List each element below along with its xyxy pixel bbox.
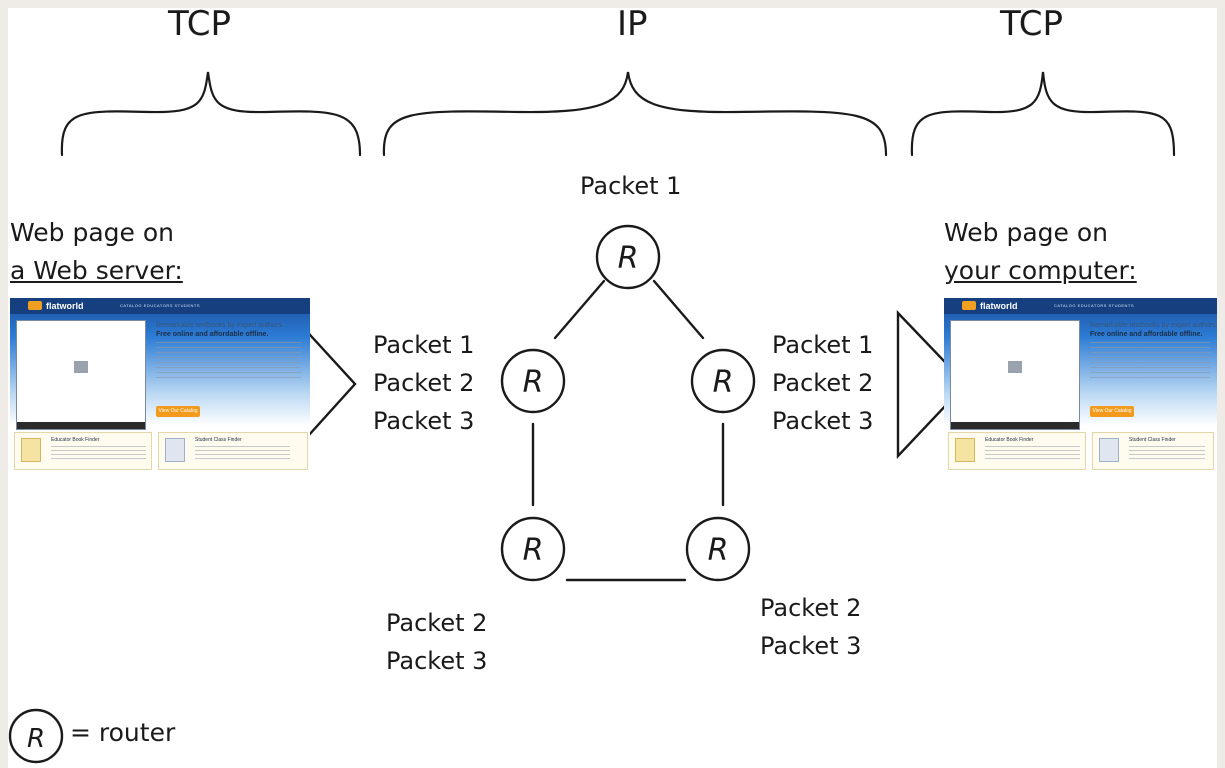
packet-right-3: Packet 3 bbox=[772, 407, 874, 435]
brace-tcp-right bbox=[910, 71, 1176, 157]
thumb-box-educator: Educator Book Finder bbox=[14, 432, 152, 470]
link-top-right bbox=[652, 279, 705, 340]
packet-left-3: Packet 3 bbox=[373, 407, 475, 435]
router-bottom-right-label: R bbox=[708, 533, 729, 568]
router-left bbox=[500, 348, 566, 414]
thumb-nav bbox=[10, 298, 310, 314]
packet-left-2: Packet 2 bbox=[373, 369, 475, 397]
packet-right-1: Packet 1 bbox=[772, 331, 874, 359]
thumb-nav-items: CATALOG EDUCATORS STUDENTS bbox=[1054, 303, 1135, 308]
thumb-class-icon bbox=[165, 438, 185, 462]
router-right bbox=[690, 348, 756, 414]
thumb-box-student: Student Class Finder bbox=[1092, 432, 1214, 470]
thumb-video-bar bbox=[951, 422, 1079, 429]
thumb-video bbox=[950, 320, 1080, 430]
legend-text: = router bbox=[70, 718, 176, 747]
thumb-box2-text bbox=[1129, 446, 1205, 460]
thumb-box2-title: Student Class Finder bbox=[195, 437, 242, 443]
router-left-label: R bbox=[523, 365, 544, 400]
packet-bottom-left-2: Packet 3 bbox=[386, 647, 488, 675]
thumb-book-icon bbox=[955, 438, 975, 462]
thumb-book-icon bbox=[21, 438, 41, 462]
thumb-body-text bbox=[1090, 342, 1210, 382]
thumb-box1-text bbox=[51, 446, 146, 460]
thumb-cta-button: View Our Catalog bbox=[1090, 406, 1134, 417]
thumb-headline-bold: Free online and affordable offline. bbox=[1090, 331, 1203, 338]
thumb-cta-button: View Our Catalog bbox=[156, 406, 200, 417]
router-right-label: R bbox=[713, 365, 734, 400]
thumb-class-icon bbox=[1099, 438, 1119, 462]
thumb-box2-text bbox=[195, 446, 290, 460]
thumb-logo-icon bbox=[962, 301, 976, 310]
thumb-headline: Remarkable textbooks by expert authors. bbox=[156, 322, 284, 329]
thumb-box2-title: Student Class Finder bbox=[1129, 437, 1176, 443]
layer-label-tcp-right: TCP bbox=[1000, 4, 1064, 44]
thumb-headline: Remarkable textbooks by expert authors. bbox=[1090, 322, 1217, 329]
source-line2: a Web server: bbox=[10, 256, 183, 285]
thumb-video bbox=[16, 320, 146, 430]
arrow-to-computer bbox=[896, 310, 968, 460]
thumb-video-bar bbox=[17, 422, 145, 429]
source-line1: Web page on bbox=[10, 218, 174, 247]
thumb-headline-bold: Free online and affordable offline. bbox=[156, 331, 269, 338]
brace-ip bbox=[382, 71, 888, 157]
destination-line2: your computer: bbox=[944, 256, 1137, 285]
legend-router-label: R bbox=[27, 724, 45, 754]
packet-bottom-right-2: Packet 3 bbox=[760, 632, 862, 660]
thumb-play-icon bbox=[1008, 361, 1022, 373]
router-bottom-left-label: R bbox=[523, 533, 544, 568]
packet-bottom-left-1: Packet 2 bbox=[386, 609, 488, 637]
packet-left-1: Packet 1 bbox=[373, 331, 475, 359]
brace-tcp-left bbox=[60, 71, 362, 157]
destination-line1: Web page on bbox=[944, 218, 1108, 247]
thumb-box1-text bbox=[985, 446, 1080, 460]
thumb-box-student: Student Class Finder bbox=[158, 432, 308, 470]
router-top-label: R bbox=[618, 241, 639, 276]
packet-right-2: Packet 2 bbox=[772, 369, 874, 397]
thumb-logo: flatworld bbox=[980, 301, 1018, 311]
legend-router-circle bbox=[8, 708, 64, 764]
router-top bbox=[595, 224, 661, 290]
thumb-nav-items: CATALOG EDUCATORS STUDENTS bbox=[120, 303, 201, 308]
link-top-left bbox=[553, 279, 606, 340]
thumb-box-educator: Educator Book Finder bbox=[948, 432, 1086, 470]
layer-label-tcp-left: TCP bbox=[168, 4, 232, 44]
router-bottom-left bbox=[500, 516, 566, 582]
packet-top: Packet 1 bbox=[580, 172, 682, 200]
webpage-thumbnail-computer: flatworld CATALOG EDUCATORS STUDENTS Rem… bbox=[944, 298, 1217, 470]
router-bottom-right bbox=[685, 516, 751, 582]
thumb-play-icon bbox=[74, 361, 88, 373]
thumb-body-text bbox=[156, 342, 301, 382]
thumb-nav bbox=[944, 298, 1217, 314]
thumb-logo: flatworld bbox=[46, 301, 84, 311]
webpage-thumbnail-server: flatworld CATALOG EDUCATORS STUDENTS Rem… bbox=[10, 298, 310, 470]
packet-bottom-right-1: Packet 2 bbox=[760, 594, 862, 622]
thumb-logo-icon bbox=[28, 301, 42, 310]
thumb-box1-title: Educator Book Finder bbox=[51, 437, 100, 443]
thumb-box1-title: Educator Book Finder bbox=[985, 437, 1034, 443]
layer-label-ip: IP bbox=[617, 4, 648, 44]
